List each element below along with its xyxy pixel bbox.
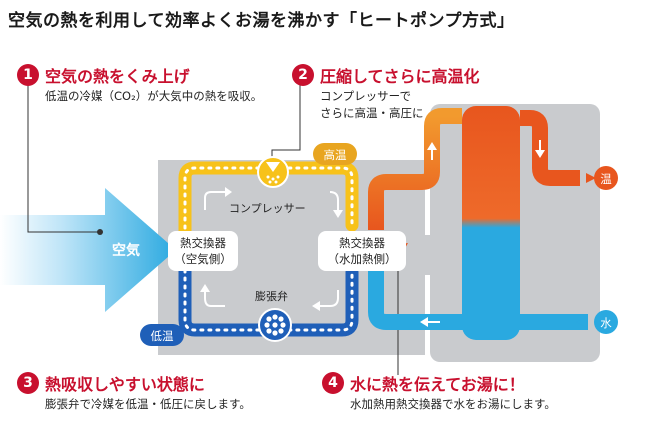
hx-air-label-line1: 熱交換器 <box>180 236 226 250</box>
water-badge-bg <box>594 310 618 334</box>
air-arrow <box>0 188 176 312</box>
hot-pipe <box>368 108 462 230</box>
step-2-title: 圧縮してさらに高温化 <box>320 67 480 86</box>
page-title: 空気の熱を利用して効率よくお湯を沸かす「ヒートポンプ方式」 <box>8 11 515 31</box>
compressor-label: コンプレッサー <box>229 202 306 215</box>
step-2-desc-line1: コンプレッサーで <box>320 89 411 103</box>
hx-air-label: 熱交換器 （空気側） <box>168 231 238 271</box>
low-temp-badge: 低温 <box>150 329 174 343</box>
outdoor-unit <box>158 160 434 355</box>
hot-water-tank <box>462 106 520 340</box>
high-temp-badge: 高温 <box>323 148 347 162</box>
low-temp-badge-bg <box>140 324 184 346</box>
air-label: 空気 <box>112 243 140 259</box>
step-3-number: 3 <box>17 372 39 394</box>
step-4-desc: 水加熱用熱交換器で水をお湯にします。 <box>350 397 556 411</box>
step-4-title: 水に熱を伝えてお湯に！ <box>350 375 525 394</box>
step-4-number: 4 <box>322 372 344 394</box>
hx-water-label: 熱交換器 （水加熱側） <box>318 231 406 271</box>
leader-line-1 <box>27 82 100 233</box>
step-1-desc: 低温の冷媒（CO₂）が大気中の熱を吸収。 <box>45 89 263 103</box>
hx-water-label-line2: （水加熱側） <box>327 252 397 266</box>
compressor-down-arrow-icon <box>266 162 280 172</box>
step-3-desc: 膨張弁で冷媒を低温・低圧に戻します。 <box>45 397 251 411</box>
high-temp-badge-bg <box>313 143 357 165</box>
hot-badge-bg <box>594 166 618 190</box>
hx-water-label-line1: 熱交換器 <box>339 236 385 250</box>
step-1-title: 空気の熱をくみ上げ <box>45 67 190 86</box>
step-2-number: 2 <box>292 64 314 86</box>
step-2-desc-line2: さらに高温・高圧に <box>320 106 424 120</box>
step-1-number: 1 <box>17 64 39 86</box>
hot-badge: 温 <box>600 172 612 186</box>
hx-air-label-line2: （空気側） <box>174 252 232 266</box>
leader-line-2 <box>271 80 301 162</box>
cold-pipe <box>368 262 470 330</box>
expansion-valve-label: 膨張弁 <box>255 290 288 303</box>
step-3-title: 熱吸収しやすい状態に <box>45 375 205 394</box>
water-badge: 水 <box>600 316 612 330</box>
